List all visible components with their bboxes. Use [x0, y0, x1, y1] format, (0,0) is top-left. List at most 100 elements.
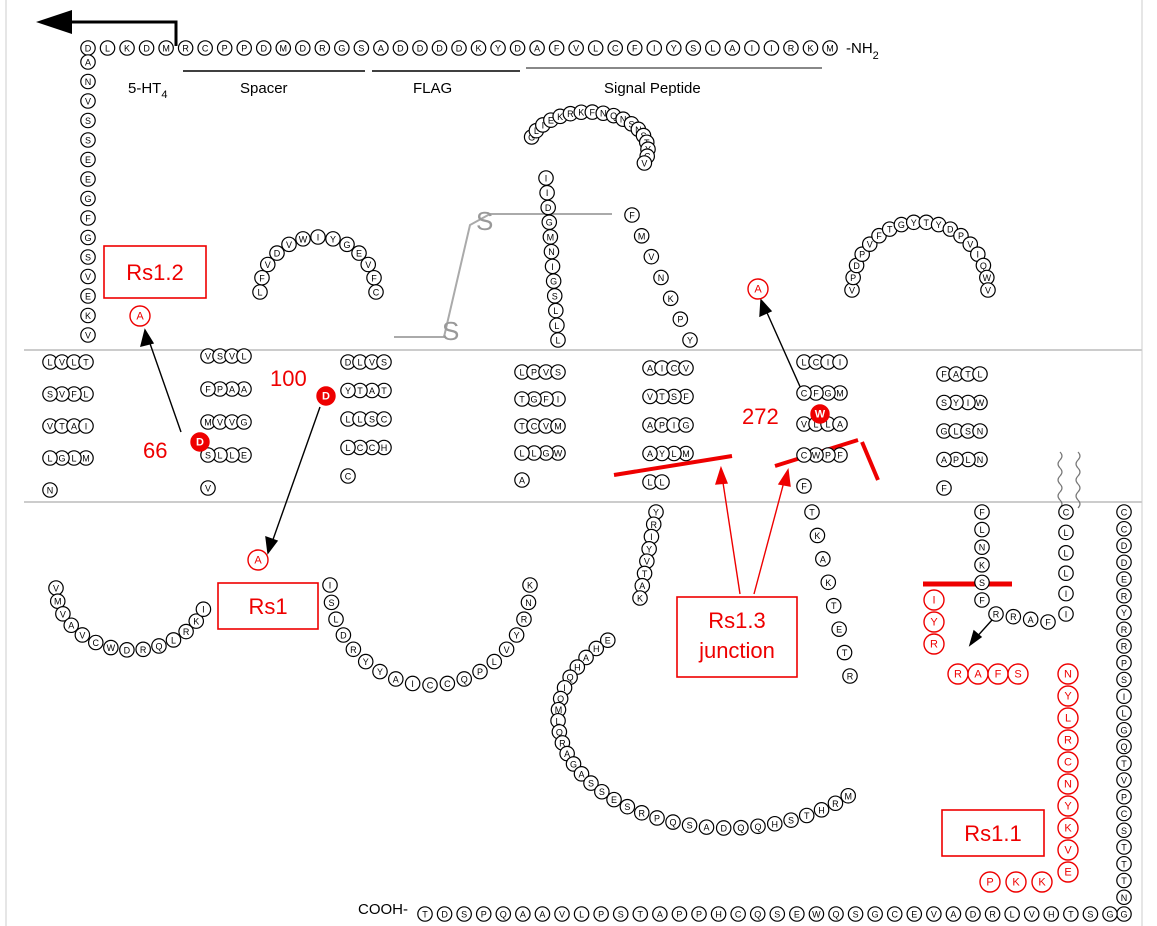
ctail-residue: K — [975, 558, 989, 572]
svg-text:K: K — [557, 112, 563, 122]
svg-text:Y: Y — [363, 657, 369, 667]
mutant-tail-residue: L — [1058, 708, 1078, 728]
svg-text:C: C — [444, 679, 451, 689]
svg-text:L: L — [659, 478, 664, 488]
svg-text:Y: Y — [911, 218, 917, 228]
ctail-bottom-residue: D — [437, 907, 451, 921]
svg-text:Y: Y — [330, 234, 336, 244]
mutant-tail-residue: R — [948, 664, 968, 684]
nterm-loop-residue: F — [81, 211, 95, 225]
svg-text:Y: Y — [377, 667, 383, 677]
svg-text:E: E — [85, 292, 91, 302]
svg-text:M: M — [54, 597, 62, 607]
svg-text:P: P — [598, 910, 604, 920]
icl3-loop-residue: Q — [751, 819, 765, 833]
svg-text:K: K — [476, 44, 482, 54]
svg-text:Q: Q — [461, 674, 468, 684]
svg-text:P: P — [241, 44, 247, 54]
svg-text:L: L — [345, 443, 350, 453]
svg-text:V: V — [286, 240, 292, 250]
tm2-residue: F — [201, 382, 215, 396]
ecl2-residue: D — [541, 200, 555, 214]
nterm-tag-residue: M — [276, 41, 290, 55]
svg-text:R: R — [832, 799, 839, 809]
disulfide-s-1: S — [476, 206, 493, 236]
svg-text:A: A — [539, 910, 545, 920]
ctail-bottom-residue: V — [555, 907, 569, 921]
svg-text:V: V — [1029, 910, 1035, 920]
svg-text:A: A — [647, 364, 653, 374]
svg-text:T: T — [519, 422, 525, 432]
mutant-tail-residue: N — [1058, 664, 1078, 684]
svg-text:C: C — [531, 422, 538, 432]
svg-text:W: W — [554, 449, 563, 459]
tm1-residue: T — [79, 355, 93, 369]
icl3-loop-residue: M — [841, 789, 855, 803]
svg-text:C: C — [813, 358, 820, 368]
nterm-tag-residue: K — [120, 41, 134, 55]
svg-text:K: K — [578, 108, 584, 118]
nterm-tag-residue: S — [686, 41, 700, 55]
svg-text:T: T — [83, 358, 89, 368]
rs12-label: Rs1.2 — [126, 260, 183, 285]
svg-text:S: S — [329, 598, 335, 608]
substitution-a-100: A — [248, 550, 268, 570]
svg-text:Q: Q — [155, 641, 162, 651]
disulfide-s-2: S — [442, 316, 459, 346]
svg-text:P: P — [654, 813, 660, 823]
ctail-bottom-residue: Q — [496, 907, 510, 921]
svg-text:W: W — [299, 234, 308, 244]
svg-text:S: S — [941, 398, 947, 408]
svg-text:E: E — [85, 175, 91, 185]
ctail-bottom-residue: S — [848, 907, 862, 921]
svg-text:Y: Y — [687, 336, 693, 346]
key-residue-d66: D — [191, 433, 209, 451]
svg-text:F: F — [995, 669, 1002, 681]
svg-text:A: A — [578, 769, 584, 779]
ctail-rise-residue: I — [1059, 607, 1073, 621]
svg-text:F: F — [543, 395, 549, 405]
svg-text:E: E — [356, 249, 362, 259]
svg-text:H: H — [593, 644, 600, 654]
svg-text:S: S — [599, 787, 605, 797]
tm2-residue: V — [201, 481, 215, 495]
svg-text:D: D — [947, 225, 954, 235]
svg-text:Y: Y — [953, 398, 959, 408]
ctail-bottom-residue: Q — [829, 907, 843, 921]
svg-text:G: G — [940, 427, 947, 437]
nterm-tag-residue: L — [706, 41, 720, 55]
svg-text:F: F — [979, 596, 985, 606]
svg-text:C: C — [1121, 809, 1128, 819]
svg-text:Y: Y — [936, 220, 942, 230]
svg-text:P: P — [825, 451, 831, 461]
icl3-loop-residue: R — [828, 796, 842, 810]
svg-text:S: S — [690, 44, 696, 54]
icl3-loop-residue: E — [607, 792, 621, 806]
ctail-bottom-residue: P — [594, 907, 608, 921]
ctail-rise-residue: L — [1059, 525, 1073, 539]
ctail-bottom-residue: E — [907, 907, 921, 921]
svg-text:D: D — [720, 823, 727, 833]
icl3-residue: K — [633, 591, 647, 605]
svg-text:N: N — [600, 109, 607, 119]
ctail-bottom-residue: H — [711, 907, 725, 921]
svg-text:G: G — [343, 240, 350, 250]
svg-text:N: N — [658, 273, 665, 283]
icl2-residue: S — [324, 595, 338, 609]
svg-text:D: D — [196, 437, 204, 449]
tm4-residue: A — [515, 473, 529, 487]
svg-text:S: S — [687, 821, 693, 831]
substitution-a-272: A — [748, 279, 768, 299]
svg-text:S: S — [85, 136, 91, 146]
mutant-tail-residue: P — [980, 872, 1000, 892]
nterm-label: -NH2 — [846, 40, 879, 62]
svg-text:T: T — [1121, 876, 1127, 886]
svg-text:I: I — [557, 395, 560, 405]
nterm-tag-residue: D — [257, 41, 271, 55]
svg-text:G: G — [570, 759, 577, 769]
svg-text:Y: Y — [1064, 691, 1072, 703]
svg-text:K: K — [1038, 877, 1046, 889]
mutant-tail-residue: Y — [1058, 796, 1078, 816]
tm3-residue: Y — [341, 383, 355, 397]
